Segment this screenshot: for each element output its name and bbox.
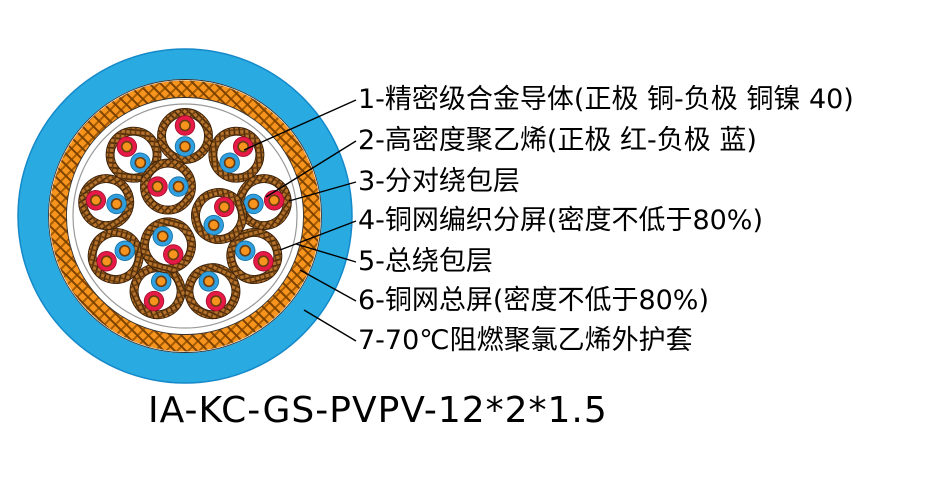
pair-outer-line xyxy=(208,126,265,183)
pair-outer-line xyxy=(157,108,213,164)
alloy-conductor-core xyxy=(247,198,260,210)
leader-line-5 xyxy=(295,243,357,263)
layer-label-1: 1-精密级合金导体(正极 铜-负极 铜镍 40) xyxy=(358,84,854,115)
layer-label-2: 2-高密度聚乙烯(正极 红-负极 蓝) xyxy=(358,125,757,156)
alloy-conductor-core xyxy=(134,156,147,169)
alloy-conductor-core xyxy=(257,255,270,268)
pair-braid-shield xyxy=(140,159,196,215)
pair-outer-line xyxy=(140,217,196,274)
pair-braid-shield xyxy=(208,127,264,183)
leader-line-3 xyxy=(288,181,357,202)
part-number-label: IA-KC-GS-PVPV-12*2*1.5 xyxy=(148,390,608,431)
pair-braid-shield xyxy=(140,217,196,273)
alloy-conductor-core xyxy=(207,219,220,231)
leader-line-1 xyxy=(243,99,357,151)
leader-line-2 xyxy=(265,140,357,198)
alloy-conductor-core xyxy=(121,140,133,153)
pair-braid-shield xyxy=(226,228,282,284)
alloy-conductor-core xyxy=(110,198,123,210)
twisted-pair xyxy=(208,126,265,183)
twisted-pairs xyxy=(78,108,292,320)
alloy-conductor-core xyxy=(218,201,231,213)
alloy-conductor-core xyxy=(148,295,160,307)
twisted-pair xyxy=(226,228,283,284)
layer-label-4: 4-铜网编织分屏(密度不低于80%) xyxy=(358,205,763,236)
twisted-pair xyxy=(184,263,241,320)
overall-braid-shield xyxy=(49,80,321,352)
alloy-conductor-core xyxy=(268,194,280,207)
twisted-pair xyxy=(157,108,213,164)
alloy-conductor-core xyxy=(210,295,222,307)
twisted-pair xyxy=(140,158,196,215)
pair-outer-line xyxy=(184,263,241,320)
leader-line-7 xyxy=(303,309,357,342)
pair-braid-shield xyxy=(88,228,144,284)
alloy-conductor-core xyxy=(100,255,113,268)
alloy-conductor-core xyxy=(155,275,167,288)
pair-outer-line xyxy=(78,174,135,231)
pair-outer-line xyxy=(226,228,283,284)
alloy-conductor-core xyxy=(151,180,164,193)
alloy-conductor-core xyxy=(203,275,215,288)
wrap-outer-line xyxy=(66,97,304,335)
layer-label-6: 6-铜网总屏(密度不低于80%) xyxy=(358,285,709,316)
layer-label-3: 3-分对绕包层 xyxy=(358,166,520,197)
alloy-conductor-core xyxy=(118,244,131,257)
alloy-conductor-core xyxy=(156,230,169,243)
pair-braid-shield xyxy=(78,174,134,230)
layer-label-5: 5-总绕包层 xyxy=(358,246,493,277)
leader-lines xyxy=(243,99,357,342)
pair-braid-shield xyxy=(184,263,240,319)
braid-outer-line xyxy=(48,79,322,353)
cable-layers xyxy=(17,48,353,384)
leader-line-4 xyxy=(279,220,357,251)
layer-label-7: 7-70℃阻燃聚氯乙烯外护套 xyxy=(358,325,693,356)
alloy-conductor-core xyxy=(223,156,236,169)
pair-outer-line xyxy=(140,158,196,215)
alloy-conductor-core xyxy=(239,244,252,257)
twisted-pair xyxy=(191,188,247,244)
pair-braid-shield xyxy=(191,188,247,244)
pair-braid-shield xyxy=(157,108,213,164)
twisted-pair xyxy=(78,174,135,231)
alloy-conductor-core xyxy=(172,180,185,193)
overall-wrap-tape-line xyxy=(72,103,298,329)
alloy-conductor-core xyxy=(179,119,191,132)
alloy-conductor-core xyxy=(90,194,102,207)
pair-outer-line xyxy=(87,228,144,284)
twisted-pair xyxy=(140,217,196,274)
twisted-pair xyxy=(87,228,144,284)
alloy-conductor-core xyxy=(179,140,191,153)
pair-outer-line xyxy=(191,188,247,244)
leader-line-6 xyxy=(299,269,357,302)
alloy-conductor-core xyxy=(167,248,180,261)
